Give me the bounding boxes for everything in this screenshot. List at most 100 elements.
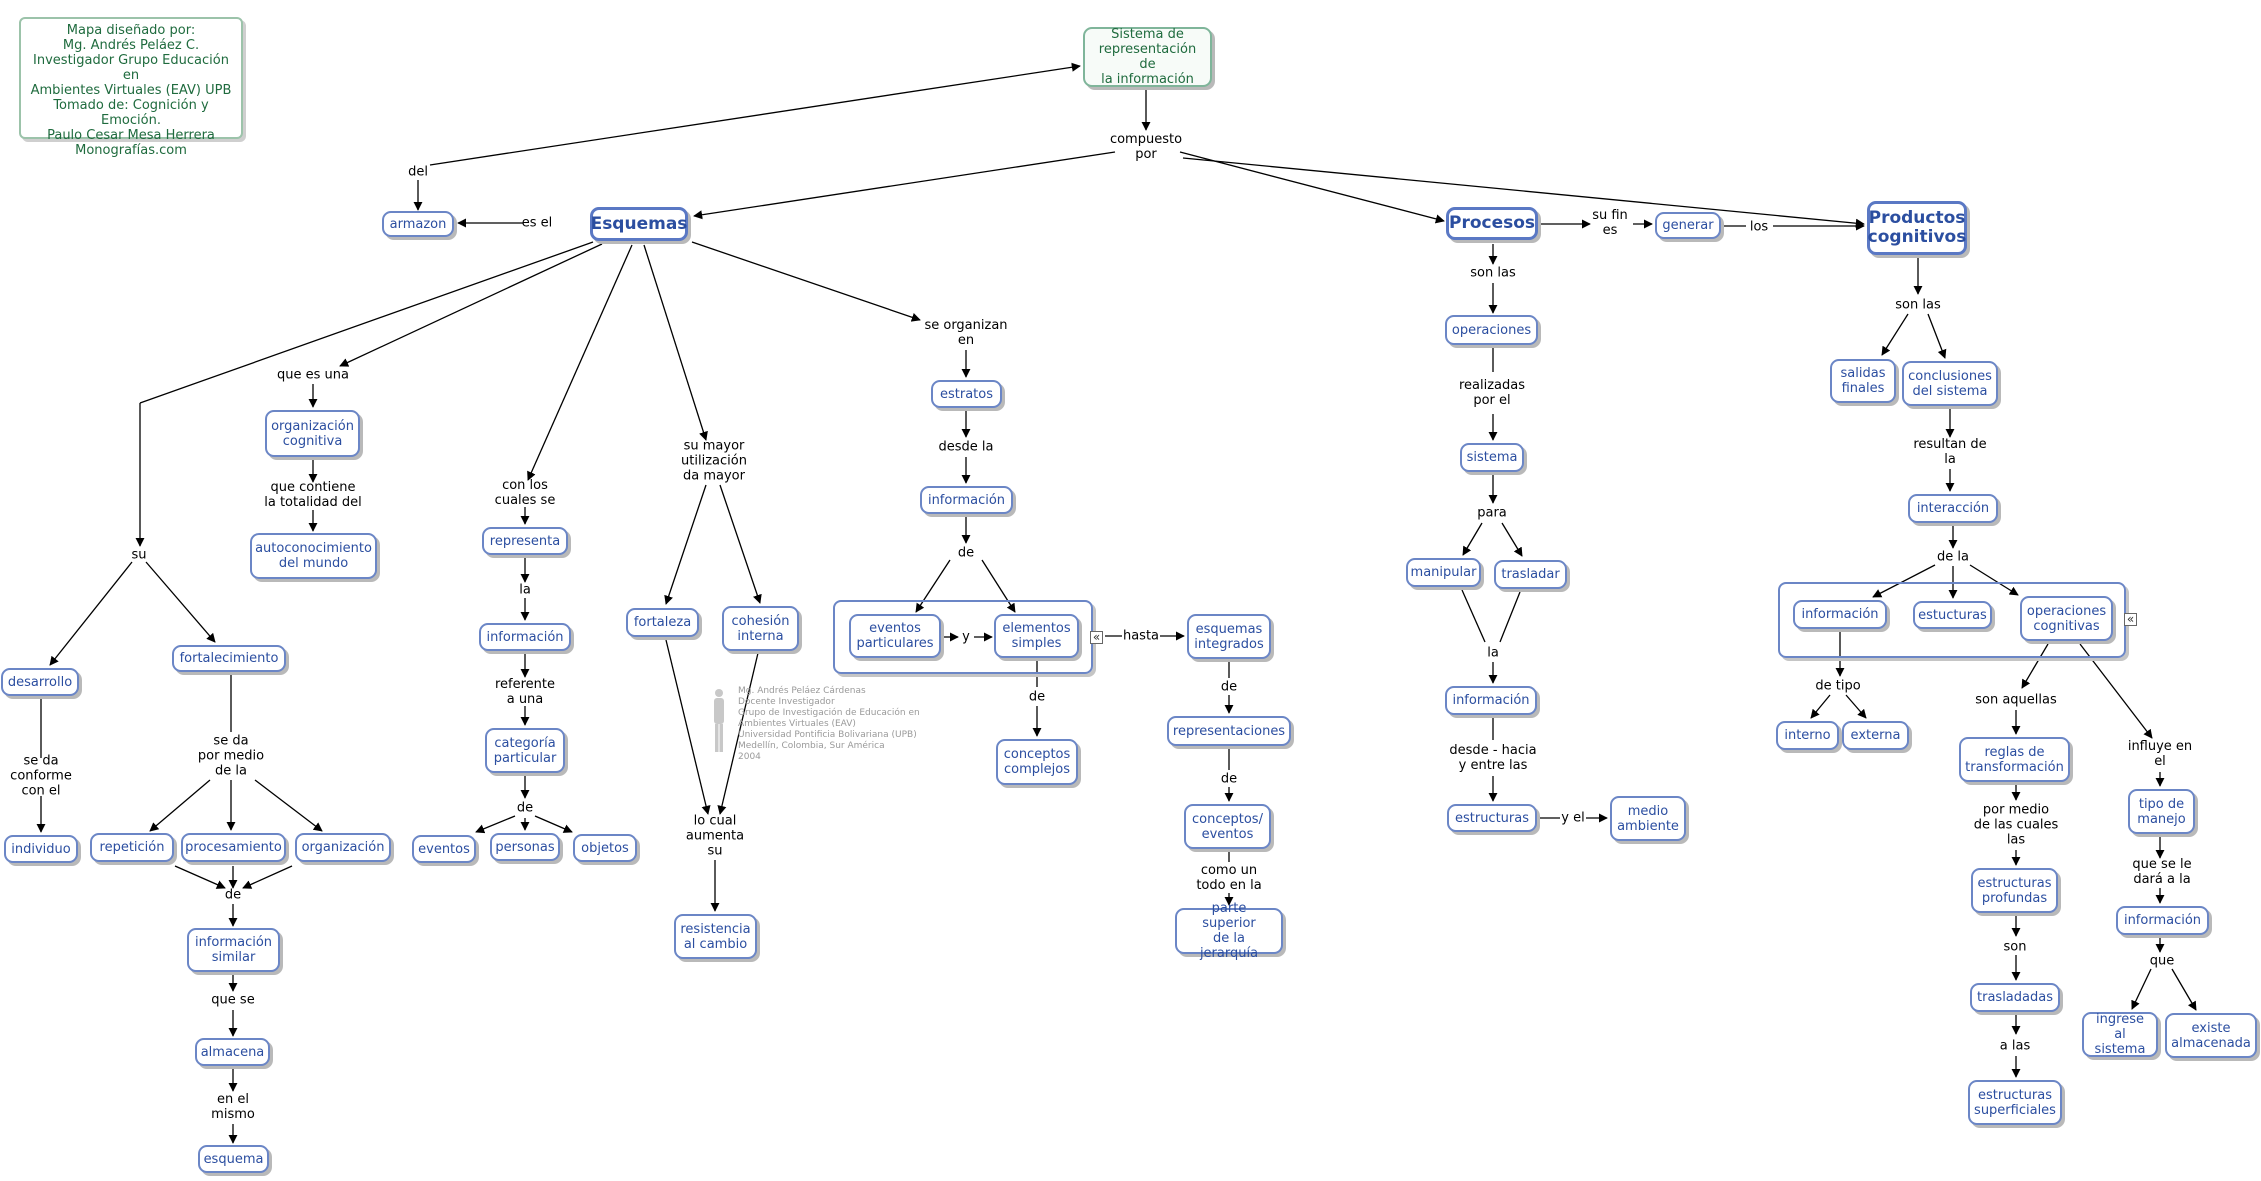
concept-existe-almacenada[interactable]: existe almacenada bbox=[2165, 1013, 2257, 1058]
link-label: se da conforme con el bbox=[10, 753, 72, 799]
connector-line bbox=[254, 779, 323, 832]
concept-estucturas[interactable]: estucturas bbox=[1913, 601, 1992, 629]
link-label: son aquellas bbox=[1975, 692, 2057, 708]
connector-line bbox=[174, 865, 226, 889]
connector-line bbox=[1969, 564, 2019, 596]
concept-individuo[interactable]: individuo bbox=[4, 835, 78, 863]
concept-operaciones[interactable]: operaciones bbox=[1445, 315, 1538, 345]
concept-organizacion-cognitiva[interactable]: organización cognitiva bbox=[265, 410, 360, 457]
concept-resistencia-al-cambio[interactable]: resistencia al cambio bbox=[674, 914, 757, 959]
concept-cohesion-interna[interactable]: cohesión interna bbox=[722, 606, 799, 651]
concept-informacion[interactable]: información bbox=[479, 623, 571, 651]
concept-esquema[interactable]: esquema bbox=[198, 1145, 269, 1173]
concept-parte-superior-jerarquia[interactable]: parte superior de la jerarquía bbox=[1175, 901, 1283, 961]
concept-externa[interactable]: externa bbox=[1842, 721, 1909, 750]
concept-informacion-similar[interactable]: información similar bbox=[187, 928, 280, 972]
concept-esquemas-integrados[interactable]: esquemas integrados bbox=[1187, 614, 1271, 659]
link-label: y el bbox=[1561, 810, 1585, 826]
collapse-icon[interactable]: « bbox=[2124, 613, 2137, 626]
concept-objetos[interactable]: objetos bbox=[573, 834, 637, 862]
connector-line bbox=[693, 151, 1116, 220]
concept-ingrese-al-sistema[interactable]: ingrese al sistema bbox=[2082, 1012, 2158, 1057]
link-label: es el bbox=[521, 215, 553, 231]
link-label: desde - hacia y entre las bbox=[1449, 743, 1537, 773]
concept-elementos-simples[interactable]: elementos simples bbox=[994, 614, 1079, 658]
concept-manipular[interactable]: manipular bbox=[1406, 558, 1481, 587]
concept-trasladar[interactable]: trasladar bbox=[1494, 560, 1567, 589]
link-label: que se bbox=[211, 992, 255, 1008]
connector-line bbox=[2131, 968, 2152, 1010]
concept-esquemas[interactable]: Esquemas bbox=[590, 207, 688, 241]
concept-estructuras-superficiales[interactable]: estructuras superficiales bbox=[1968, 1080, 2062, 1125]
concept-estructuras[interactable]: estructuras bbox=[1447, 804, 1537, 832]
watermark-line: Medellín, Colombia, Sur América bbox=[738, 741, 885, 751]
link-label: desde la bbox=[938, 439, 994, 455]
concept-procesamiento[interactable]: procesamiento bbox=[181, 833, 286, 862]
concept-sistema[interactable]: sistema bbox=[1460, 443, 1524, 472]
concept-conclusiones-del-sistema[interactable]: conclusiones del sistema bbox=[1902, 361, 1998, 406]
concept-generar[interactable]: generar bbox=[1655, 212, 1721, 239]
concept-reglas-de-transformacion[interactable]: reglas de transformación bbox=[1959, 737, 2070, 782]
link-label: que bbox=[2149, 953, 2175, 969]
concept-conceptos-eventos[interactable]: conceptos/ eventos bbox=[1184, 804, 1271, 849]
concept-tipo-de-manejo[interactable]: tipo de manejo bbox=[2128, 789, 2195, 834]
connector-line bbox=[339, 243, 603, 367]
connector-line bbox=[534, 815, 573, 833]
concept-productos-cognitivos[interactable]: Productos cognitivos bbox=[1867, 201, 1967, 255]
concept-estructuras-profundas[interactable]: estructuras profundas bbox=[1971, 868, 2058, 913]
concept-sistema-representacion[interactable]: Sistema de representación de la informac… bbox=[1083, 27, 1212, 87]
concept-informacion[interactable]: información bbox=[2116, 906, 2209, 935]
connector-line bbox=[145, 561, 216, 643]
connector-line bbox=[1872, 564, 1936, 598]
link-label: para bbox=[1477, 505, 1507, 521]
link-label: la bbox=[1487, 645, 1499, 661]
concept-medio-ambiente[interactable]: medio ambiente bbox=[1610, 796, 1686, 841]
watermark-line: Universidad Pontificia Bolivariana (UPB) bbox=[738, 730, 917, 740]
concept-informacion[interactable]: información bbox=[1793, 600, 1887, 629]
connector-line bbox=[643, 244, 708, 441]
concept-interno[interactable]: interno bbox=[1776, 721, 1839, 750]
concept-desarrollo[interactable]: desarrollo bbox=[1, 668, 79, 696]
link-label: su mayor utilización da mayor bbox=[681, 438, 747, 484]
concept-representa[interactable]: representa bbox=[482, 527, 568, 555]
concept-representaciones[interactable]: representaciones bbox=[1167, 716, 1291, 746]
concept-personas[interactable]: personas bbox=[490, 833, 560, 861]
concept-eventos[interactable]: eventos bbox=[412, 835, 476, 863]
connector-line bbox=[664, 484, 707, 605]
credit-line: Mg. Andrés Peláez C. bbox=[62, 38, 200, 53]
link-label: de bbox=[957, 545, 975, 561]
concept-trasladadas[interactable]: trasladadas bbox=[1970, 983, 2060, 1012]
concept-armazon[interactable]: armazon bbox=[382, 211, 454, 237]
watermark-line: Grupo de Investigación de Educación en A… bbox=[738, 708, 920, 729]
credit-line: Mapa diseñado por: bbox=[66, 23, 196, 38]
link-label: del bbox=[408, 164, 428, 180]
link-label: hasta bbox=[1122, 628, 1160, 644]
link-label: que se le dará a la bbox=[2132, 857, 2192, 887]
concept-procesos[interactable]: Procesos bbox=[1446, 207, 1538, 240]
concept-fortalecimiento[interactable]: fortalecimiento bbox=[172, 645, 286, 672]
concept-organizacion[interactable]: organización bbox=[295, 833, 391, 862]
concept-interaccion[interactable]: interacción bbox=[1908, 494, 1998, 523]
credit-line: Investigador Grupo Educación en bbox=[33, 53, 229, 83]
concept-conceptos-complejos[interactable]: conceptos complejos bbox=[996, 739, 1078, 785]
link-label: su bbox=[131, 547, 147, 563]
connector-line bbox=[665, 639, 711, 815]
concept-almacena[interactable]: almacena bbox=[195, 1038, 270, 1066]
concept-informacion[interactable]: información bbox=[920, 486, 1013, 514]
connector-line bbox=[691, 241, 921, 322]
connector-line bbox=[149, 779, 211, 832]
collapse-icon[interactable]: « bbox=[1090, 631, 1103, 644]
concept-categoria-particular[interactable]: categoría particular bbox=[485, 728, 565, 773]
concept-repeticion[interactable]: repetición bbox=[90, 833, 174, 862]
link-label: con los cuales se bbox=[494, 478, 556, 508]
concept-salidas-finales[interactable]: salidas finales bbox=[1830, 359, 1896, 403]
concept-estratos[interactable]: estratos bbox=[931, 380, 1002, 408]
concept-informacion[interactable]: información bbox=[1445, 686, 1537, 715]
link-label: referente a una bbox=[494, 677, 556, 707]
concept-fortaleza[interactable]: fortaleza bbox=[626, 608, 699, 637]
concept-autoconocimiento[interactable]: autoconocimiento del mundo bbox=[250, 533, 377, 579]
concept-operaciones-cognitivas[interactable]: operaciones cognitivas bbox=[2020, 596, 2113, 641]
concept-eventos-particulares[interactable]: eventos particulares bbox=[849, 614, 941, 658]
connector-line bbox=[981, 559, 1016, 613]
